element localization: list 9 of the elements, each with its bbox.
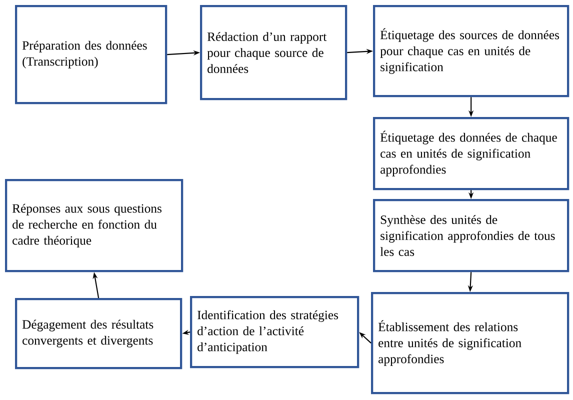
- process-box: Préparation des données (Transcription): [15, 5, 168, 104]
- process-box: Étiquetage des données de chaque cas en unités de signification approfondies: [373, 117, 570, 190]
- process-box: Réponses aux sous questions de recherche en fonction du cadre théorique: [5, 179, 184, 272]
- process-box: Établissement des relations entre unités de signification approfondies: [371, 292, 570, 394]
- process-box: Étiquetage des sources de données pour chaque cas en unités de signification: [373, 5, 570, 98]
- process-box: Rédaction d’un rapport pour chaque source de données: [200, 5, 348, 100]
- process-box: Dégagement des résultats convergents et divergents: [15, 298, 182, 370]
- process-box: Identification des stratégies d’action de l’activité d’anticipation: [190, 296, 360, 368]
- process-box: Synthèse des unités de signification approfondies de tous les cas: [373, 199, 570, 272]
